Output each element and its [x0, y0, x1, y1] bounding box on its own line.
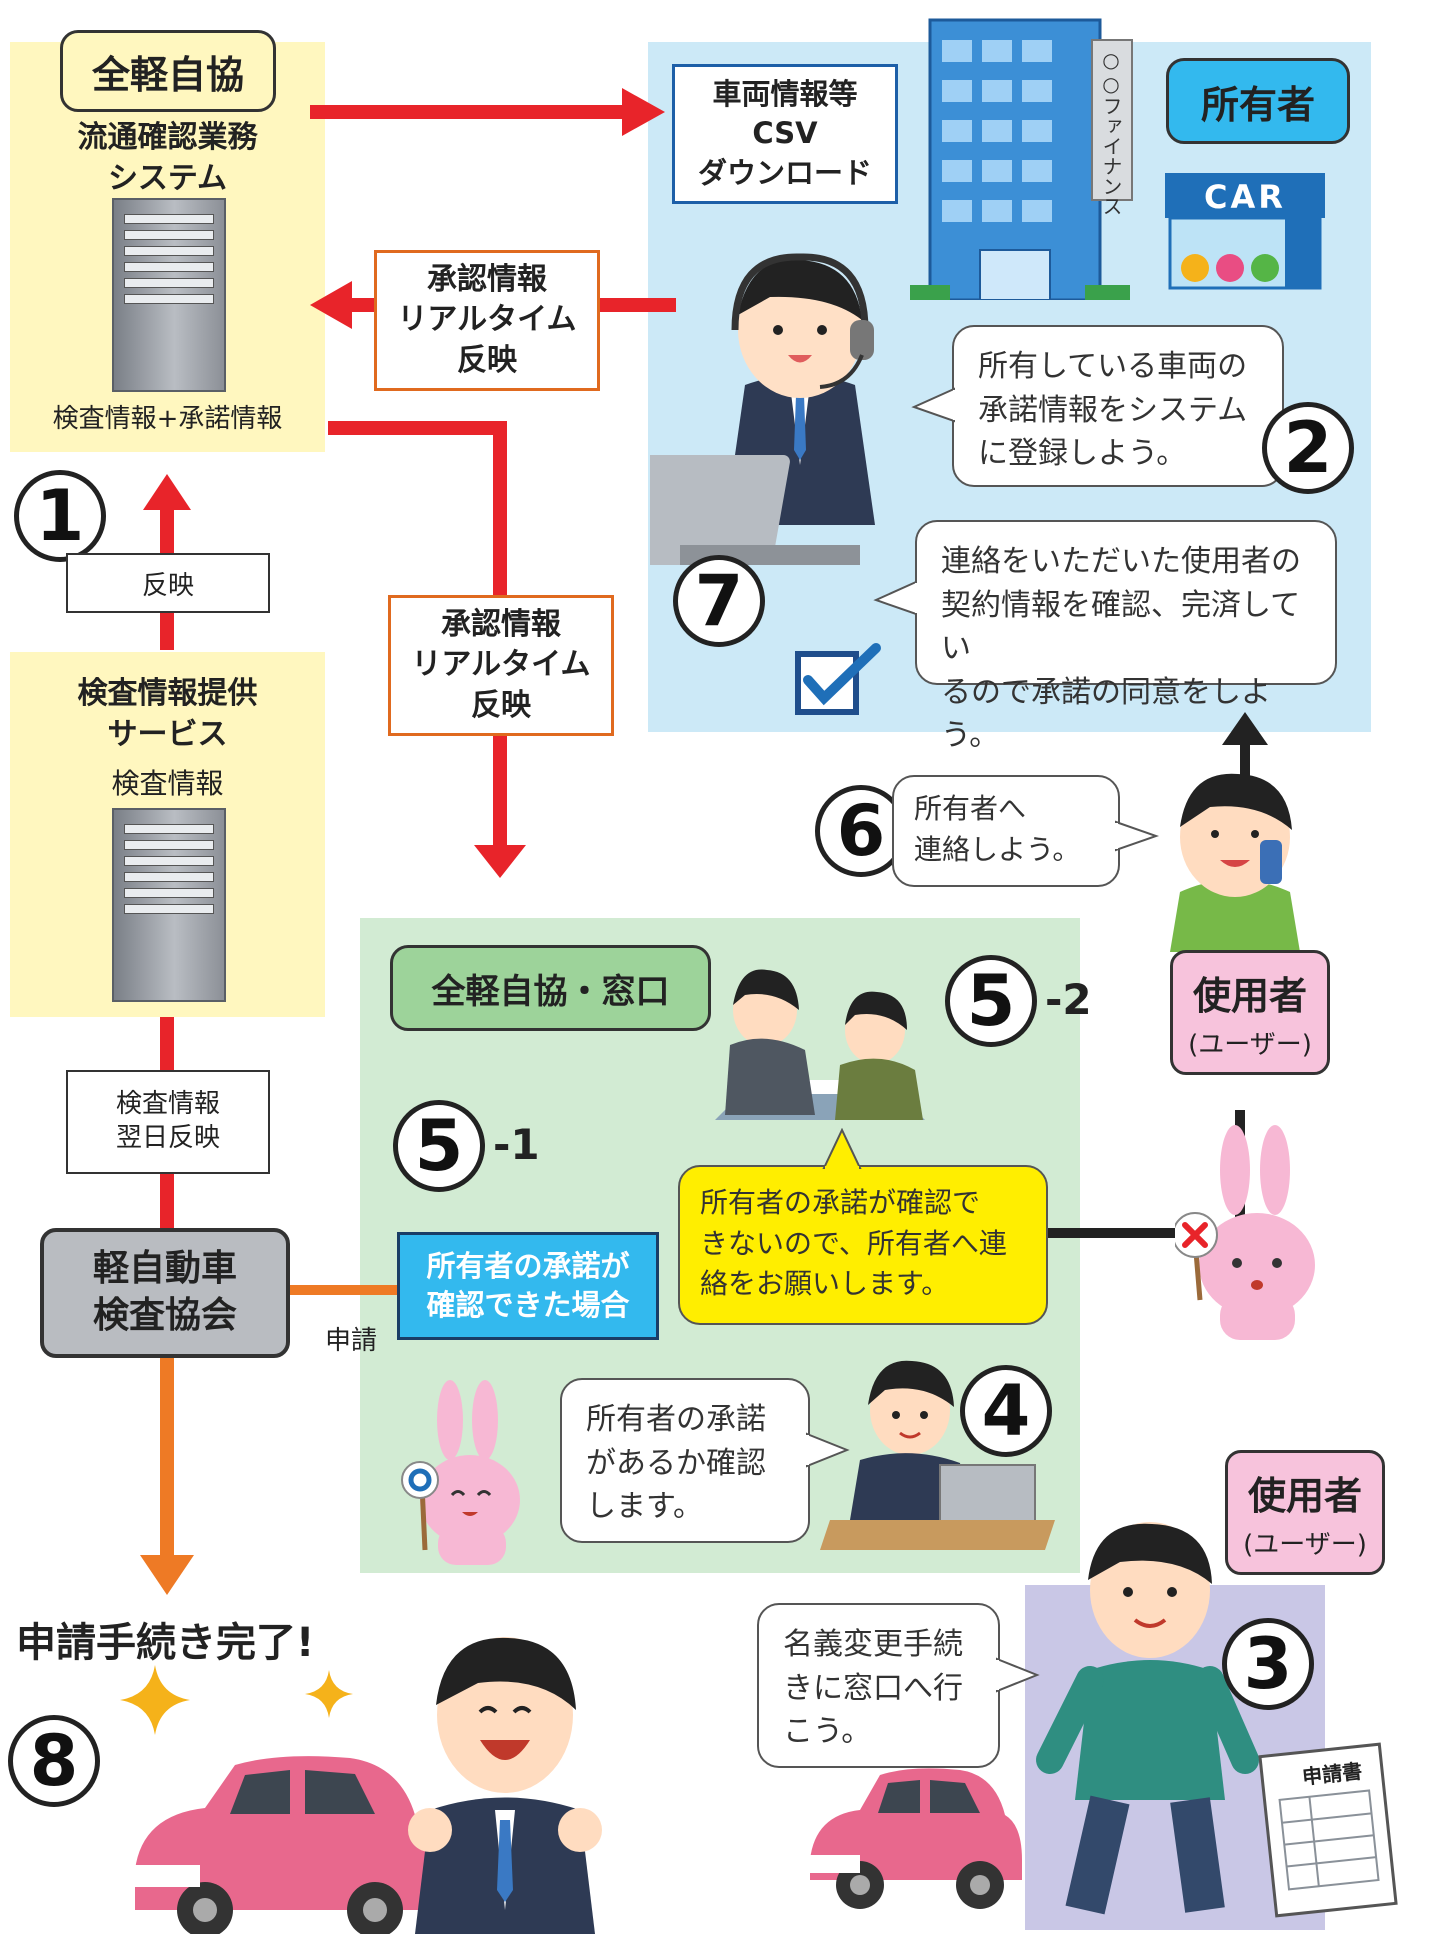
happy-man-icon [408, 1637, 602, 1934]
user-label: 使用者 [1192, 974, 1307, 1018]
apply-label: 申請 [325, 1326, 378, 1356]
approval-mid-text: 承認情報 リアルタイム 反映 [411, 606, 591, 723]
pink-car-icon [135, 1756, 440, 1934]
org-label-pill: 全軽自協 [60, 30, 276, 112]
complete-heading: 申請手続き完了! [16, 1620, 315, 1666]
step-4-number: 4 [981, 1370, 1031, 1452]
application-form-icon [1258, 1742, 1398, 1918]
operator-person-icon [650, 253, 875, 565]
system-title: 流通確認業務 システム [77, 120, 258, 196]
sparkle-icon [120, 1665, 190, 1735]
step-5-2-badge: 5 [945, 955, 1037, 1047]
approval-top-text: 承認情報 リアルタイム 反映 [397, 261, 577, 378]
owner-label: 所有者 [1200, 82, 1315, 127]
user-sub-label: (ユーザー) [1243, 1530, 1367, 1560]
step-3-number: 3 [1243, 1623, 1293, 1705]
walking-user-icon [1036, 1522, 1259, 1915]
step-4-badge: 4 [960, 1365, 1052, 1457]
next-day-text: 検査情報 翌日反映 [115, 1089, 220, 1153]
association-box: 軽自動車 検査協会 [40, 1228, 290, 1358]
car-dealer-sign: CAR [1204, 178, 1286, 216]
bubble-step-5-2: 所有者の承諾が確認で きないので、所有者へ連 絡をお願いします。 [678, 1165, 1048, 1325]
system-caption: 検査情報+承諾情報 [52, 404, 283, 434]
pink-car-icon [810, 1768, 1022, 1909]
window-label-pill: 全軽自協・窓口 [390, 945, 711, 1031]
bubble-step-6: 所有者へ 連絡しよう。 [892, 775, 1120, 887]
bubble-step-7: 連絡をいただいた使用者の 契約情報を確認、完済してい るので承諾の同意をしよう。 [915, 520, 1337, 753]
user-label-box-1: 使用者 (ユーザー) [1170, 950, 1330, 1075]
server-icon [112, 198, 226, 392]
org-label: 全軽自協 [91, 52, 244, 97]
bubble-tail-icon [822, 1128, 862, 1170]
approval-mid-label: 承認情報 リアルタイム 反映 [388, 595, 614, 736]
step-8-badge: 8 [8, 1715, 100, 1807]
user-label: 使用者 [1247, 1474, 1362, 1518]
office-building-icon [910, 18, 1133, 300]
next-day-label: 検査情報 翌日反映 [66, 1070, 270, 1174]
reflect-label: 反映 [66, 553, 270, 613]
csv-download-label: 車両情報等 CSV ダウンロード [672, 64, 898, 204]
user-sub-label: (ユーザー) [1188, 1030, 1312, 1060]
staff-at-laptop-icon [820, 1360, 1055, 1550]
step-5-2-number: 5 [966, 960, 1016, 1042]
bubble-tail-icon [911, 387, 958, 423]
step-7-number: 7 [694, 560, 744, 642]
owner-label-pill: 所有者 [1166, 58, 1350, 144]
inspection-title: 検査情報提供 サービス [77, 676, 258, 752]
car-dealer-icon [1165, 173, 1325, 290]
step-3-badge: 3 [1222, 1618, 1314, 1710]
step-5-1-number: 5 [414, 1105, 464, 1187]
user-label-box-2: 使用者 (ユーザー) [1225, 1450, 1385, 1575]
step-2-badge: 2 [1262, 402, 1354, 494]
bubble-step-2: 所有している車両の 承諾情報をシステム に登録しよう。 [952, 325, 1284, 487]
step-6-number: 6 [836, 790, 886, 872]
bubble-tail-icon [873, 580, 920, 616]
step-8-number: 8 [29, 1720, 79, 1802]
bubble-tail-icon [995, 1657, 1040, 1693]
step-5-2-suffix: -2 [1045, 975, 1092, 1024]
step-1-number: 1 [35, 475, 85, 557]
step-2-number: 2 [1283, 407, 1333, 489]
csv-download-text: 車両情報等 CSV ダウンロード [697, 77, 872, 190]
step-1-badge: 1 [14, 470, 106, 562]
rabbit-approved-icon [401, 1380, 520, 1565]
confirmed-label: 所有者の承諾が 確認できた場合 [426, 1248, 630, 1322]
user-on-phone-icon [1170, 773, 1300, 952]
association-label: 軽自動車 検査協会 [92, 1248, 237, 1336]
approval-top-label: 承認情報 リアルタイム 反映 [374, 250, 600, 391]
checkbox-checked-icon [795, 643, 881, 715]
server-icon [112, 808, 226, 1002]
building-sign: ○○ファイナンス [1099, 48, 1123, 216]
rabbit-denied-icon [1175, 1125, 1315, 1340]
reflect-text: 反映 [141, 570, 194, 601]
inspection-caption: 検査情報 [111, 767, 224, 800]
step-7-badge: 7 [673, 555, 765, 647]
bubble-tail-icon [805, 1432, 850, 1468]
window-label: 全軽自協・窓口 [431, 971, 670, 1012]
confirmed-label-box: 所有者の承諾が 確認できた場合 [397, 1232, 659, 1340]
bubble-tail-icon [1114, 820, 1160, 852]
step-5-1-badge: 5 [393, 1100, 485, 1192]
sparkle-icon [305, 1670, 353, 1718]
counter-meeting-icon [715, 969, 925, 1120]
step-5-1-suffix: -1 [493, 1120, 540, 1169]
bubble-step-4: 所有者の承諾 があるか確認 します。 [560, 1378, 810, 1543]
bubble-step-3: 名義変更手続 きに窓口へ行 こう。 [757, 1603, 1000, 1768]
